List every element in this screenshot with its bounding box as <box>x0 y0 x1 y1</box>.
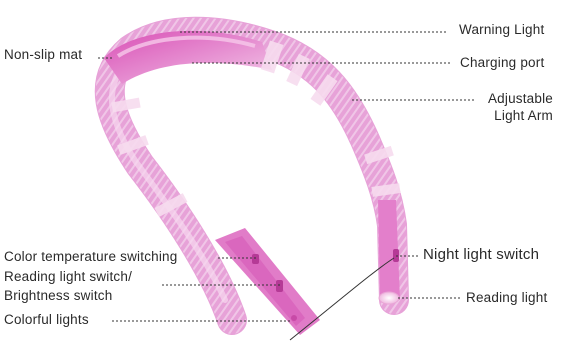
label-night-light-switch: Night light switch <box>423 247 539 263</box>
reading-light-lens <box>379 292 399 304</box>
label-colorful-lights: Colorful lights <box>4 312 89 328</box>
label-non-slip-mat: Non-slip mat <box>4 47 82 63</box>
label-color-temp-switching: Color temperature switching <box>4 249 177 265</box>
color-temp-button <box>252 254 259 264</box>
label-warning-light: Warning Light <box>459 22 544 38</box>
label-reading-light: Reading light <box>466 290 547 306</box>
reading-switch-button <box>276 280 283 292</box>
label-adjustable-arm-2: Light Arm <box>494 108 553 124</box>
label-reading-switch-1: Reading light switch/ <box>4 269 132 285</box>
label-adjustable-arm-1: Adjustable <box>488 91 553 107</box>
label-charging-port: Charging port <box>460 55 544 71</box>
label-reading-switch-2: Brightness switch <box>4 288 112 304</box>
colorful-lights-led <box>291 315 297 321</box>
